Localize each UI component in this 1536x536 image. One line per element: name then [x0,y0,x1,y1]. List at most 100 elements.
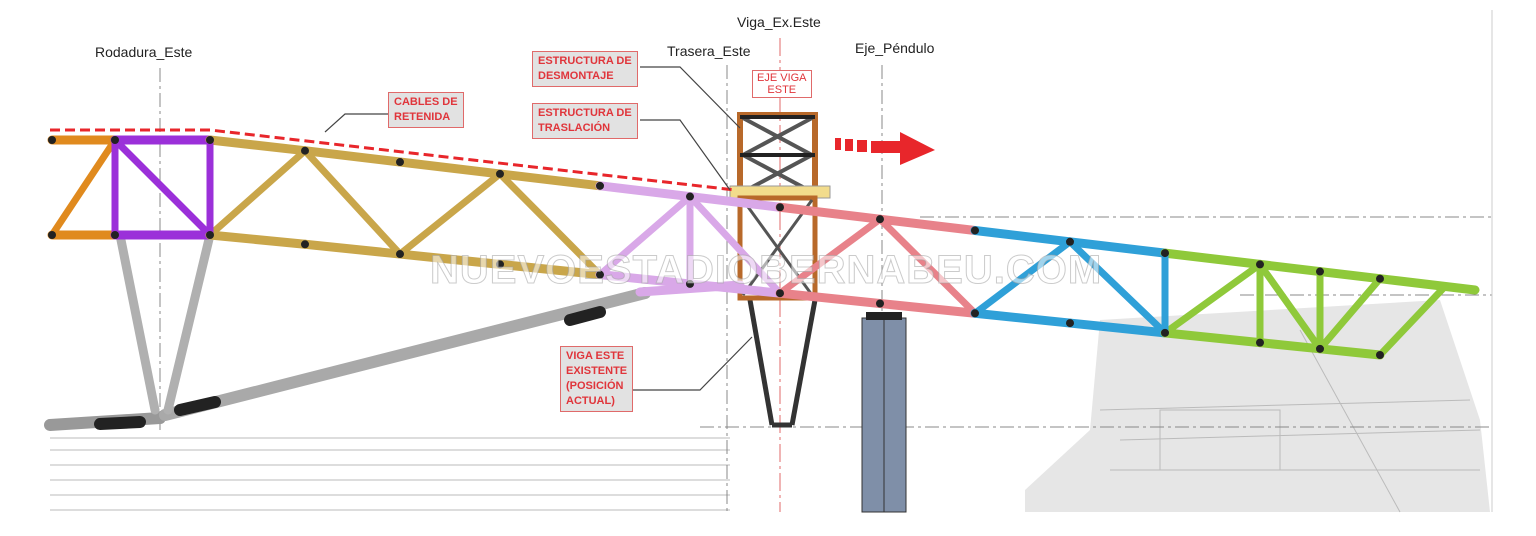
diagonal-member [111,136,214,239]
leader-lines [324,66,753,391]
axis-label-trasera: Trasera_Este [667,43,751,59]
truss-node [111,136,119,144]
truss-node [596,270,604,279]
top-chord-segment [1065,237,1170,258]
top-chord-segment [1315,267,1385,284]
existing-stand-left [50,437,730,511]
diagonal-member [876,215,979,317]
diagonal-member [1316,275,1384,353]
truss-node [1066,319,1074,328]
diagonal-member [1161,260,1264,337]
diagonal-member [48,136,119,239]
bottom-chord-segment [970,308,1075,328]
dismantling-structure [729,112,831,301]
top-chord-segment [205,135,310,156]
diagonal-member [971,238,1074,317]
callout-traslacion: ESTRUCTURA DE TRASLACIÓN [532,103,638,139]
truss-node [206,231,214,239]
callout-line: RETENIDA [394,111,451,123]
truss-node [396,158,404,167]
bottom-chord-segment [495,259,605,280]
bottom-chord-segment [775,288,885,308]
callout-line: VIGA ESTE [566,350,625,362]
top-chord-segment [395,157,505,179]
diagonal-member [1066,238,1169,337]
truss-node [1066,237,1074,246]
truss-node [1376,351,1384,359]
diagonal-member [301,147,404,258]
bottom-chord-segment [1255,338,1325,354]
callout-line: (POSICIÓN [566,380,624,392]
axis-label-pendulo: Eje_Péndulo [855,40,935,56]
top-chord-segment [875,214,980,235]
callout-line: ESTRUCTURA DE [538,107,632,119]
truss-node [971,309,979,318]
diagonal-member [206,147,309,239]
truss-node [686,279,694,288]
top-chord-segment [495,169,605,191]
callout-line: ESTRUCTURA DE [538,55,632,67]
top-chord-segment [685,192,785,212]
diagonal-member [396,170,504,258]
bottom-chord-segment [300,239,405,259]
truss-node [301,146,309,155]
bottom-chord-segment [395,249,505,269]
truss-node [596,181,604,190]
callout-eje-viga: EJE VIGA ESTE [752,70,812,98]
truss-node [1316,344,1324,353]
truss-node [301,240,309,249]
truss-node [1256,260,1264,269]
retaining-cables [50,128,736,192]
bottom-chord-segment [1315,344,1385,360]
truss-node [1161,328,1169,337]
truss-node [971,226,979,235]
callout-line: EXISTENTE [566,365,628,377]
truss-node [48,136,56,144]
callout-viga-existente: VIGA ESTE EXISTENTE (POSICIÓN ACTUAL) [560,346,634,412]
diagonal-member [496,170,604,279]
callout-line: ESTE [767,84,797,96]
truss-node [686,192,694,201]
diagonal-member [596,193,694,279]
truss-node [48,231,56,239]
bottom-chord-segment [1065,318,1170,338]
top-chord-segment [1255,259,1325,277]
pendulum-column [861,312,907,513]
callout-line: DESMONTAJE [538,70,614,82]
truss-node [1256,338,1264,347]
callout-cables: CABLES DE RETENIDA [388,92,464,128]
truss-node [496,260,504,269]
bottom-chord-segment [205,230,310,249]
top-chord-segment [595,181,695,202]
truss-node [206,136,214,144]
callout-line: TRASLACIÓN [538,122,611,134]
bottom-chord-segment [1160,328,1265,348]
top-chord-segment [300,146,405,167]
callout-line: EJE VIGA [757,72,807,84]
diagonal-member [776,215,884,297]
movement-arrow-icon [835,132,935,165]
truss-node [1316,267,1324,276]
truss-node [1376,274,1384,283]
watermark: NUEVOESTADIOBERNABEU.COM [429,248,1103,293]
diagonal-member [1376,282,1449,359]
callout-line: ACTUAL) [566,395,615,407]
truss-node [496,169,504,178]
truss-node [876,299,884,308]
top-chord-segment [970,225,1075,247]
bottom-chord-segment [875,298,980,318]
support-struts [44,230,651,431]
callout-line: CABLES DE [394,96,458,108]
diagonal-member [1256,260,1324,353]
top-chord-segment [1160,248,1265,269]
axis-label-viga-ex: Viga_Ex.Este [737,14,821,30]
truss-node [111,231,119,239]
truss-node [1161,249,1169,258]
axis-label-rodadura: Rodadura_Este [95,44,193,60]
truss-node [396,250,404,259]
truss-node [776,203,784,212]
top-chord-segment [775,202,885,224]
truss-node [776,289,784,298]
diagonal-member [686,193,784,297]
